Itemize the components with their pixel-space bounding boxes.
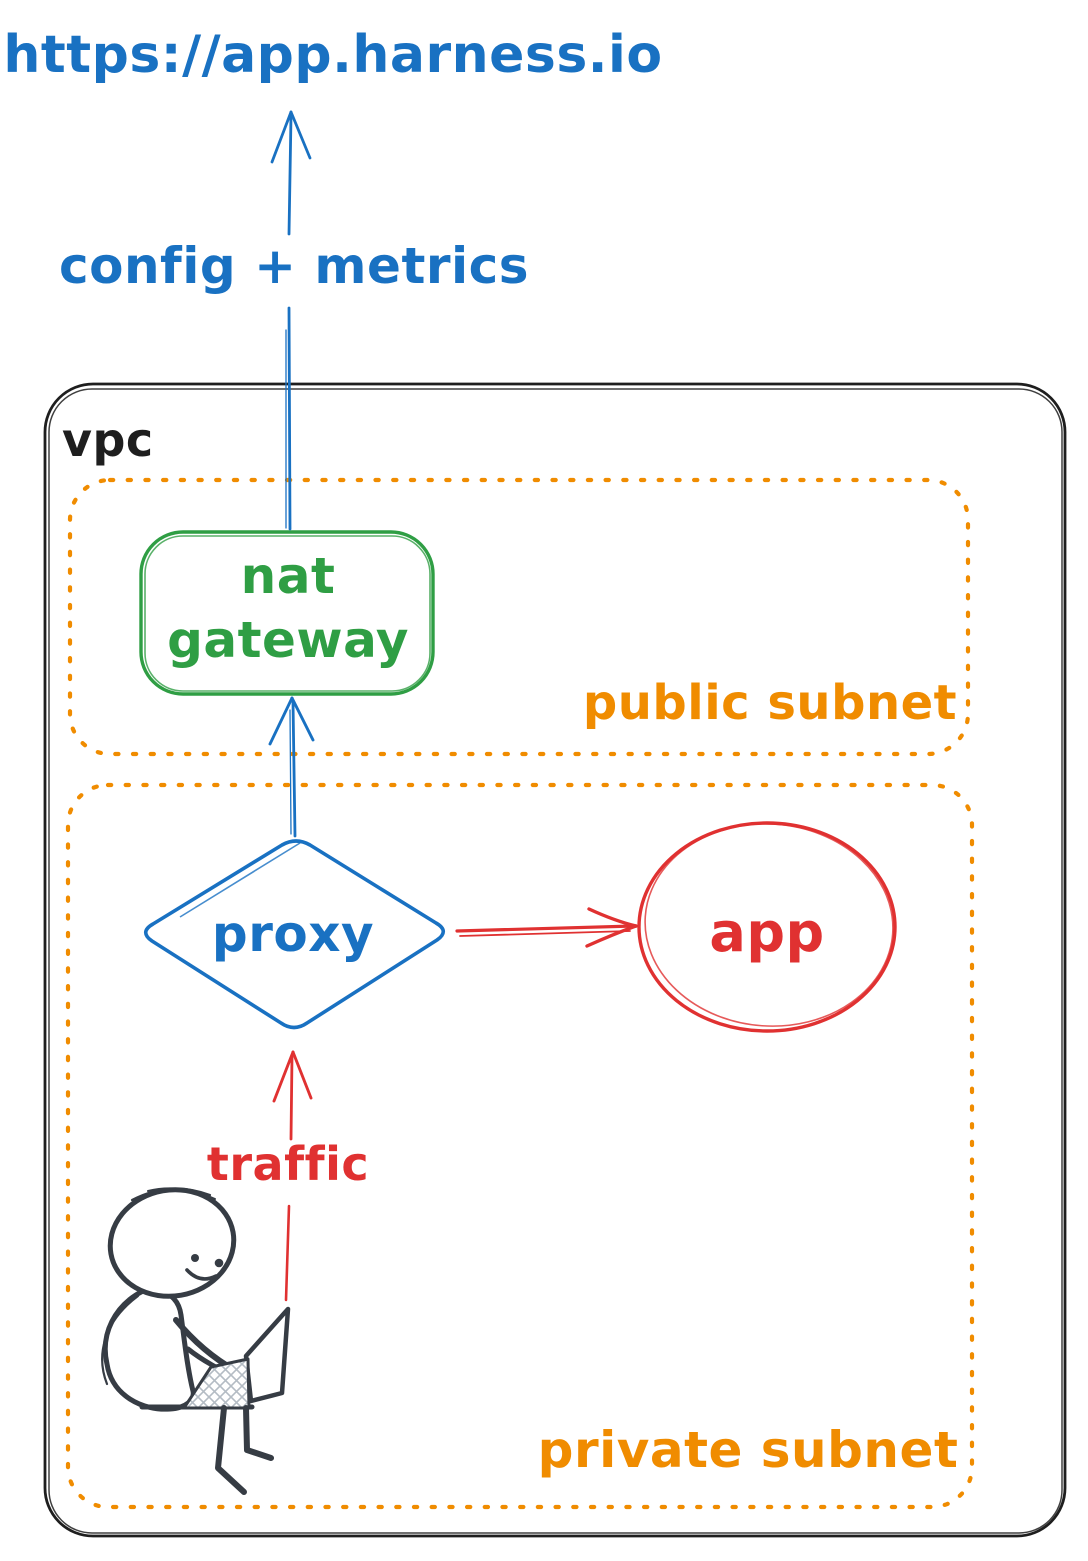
private-subnet-box [65, 782, 975, 1510]
proxy-to-nat-arrow [268, 696, 315, 838]
person-with-laptop-icon [101, 1187, 291, 1495]
private-subnet-label: private subnet [537, 1421, 959, 1479]
nat-gateway-label-line2: gateway [167, 611, 409, 669]
traffic-arrow [272, 1050, 313, 1302]
nat-gateway-label-line1: nat [240, 547, 336, 605]
app-label: app [709, 901, 825, 964]
proxy-to-app-arrow [455, 907, 638, 948]
config-metrics-arrow-label: config + metrics [58, 237, 530, 295]
vpc-box [43, 382, 1067, 1538]
public-subnet-label: public subnet [582, 675, 958, 731]
traffic-arrow-label: traffic [206, 1137, 370, 1191]
external-url-label: https://app.harness.io [3, 25, 663, 85]
proxy-diamond [143, 839, 446, 1030]
proxy-label: proxy [211, 905, 375, 963]
public-subnet-box [67, 477, 971, 757]
nat-gateway-box [139, 530, 435, 696]
vpc-label: vpc [62, 413, 154, 467]
nat-to-url-arrow [270, 110, 312, 531]
app-circle [637, 821, 897, 1033]
nat-gateway-label: nat gateway [167, 544, 409, 672]
